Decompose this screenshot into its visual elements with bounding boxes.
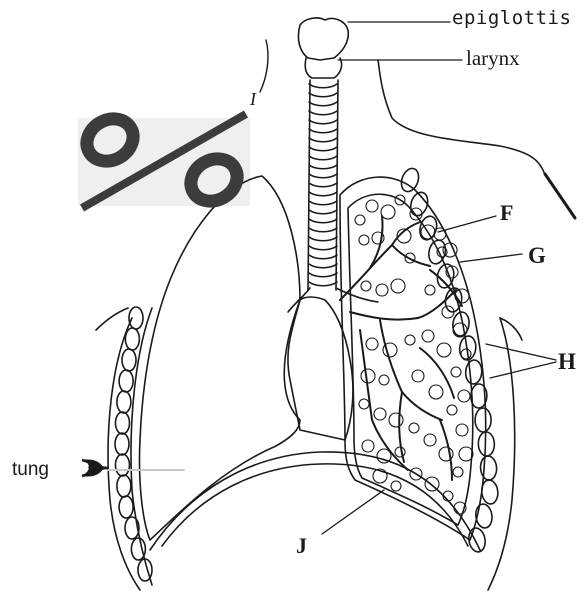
- label-f: F: [500, 202, 513, 224]
- overlay-ring-upper: [79, 111, 141, 170]
- label-epiglottis: epiglottis: [452, 9, 571, 28]
- label-larynx: larynx: [466, 48, 520, 69]
- label-h: H: [558, 350, 576, 373]
- label-i: I: [250, 90, 256, 108]
- label-tung: tung: [12, 460, 49, 479]
- overlay-ring-lower: [183, 151, 245, 210]
- label-g: G: [528, 244, 546, 267]
- label-j: J: [296, 535, 307, 557]
